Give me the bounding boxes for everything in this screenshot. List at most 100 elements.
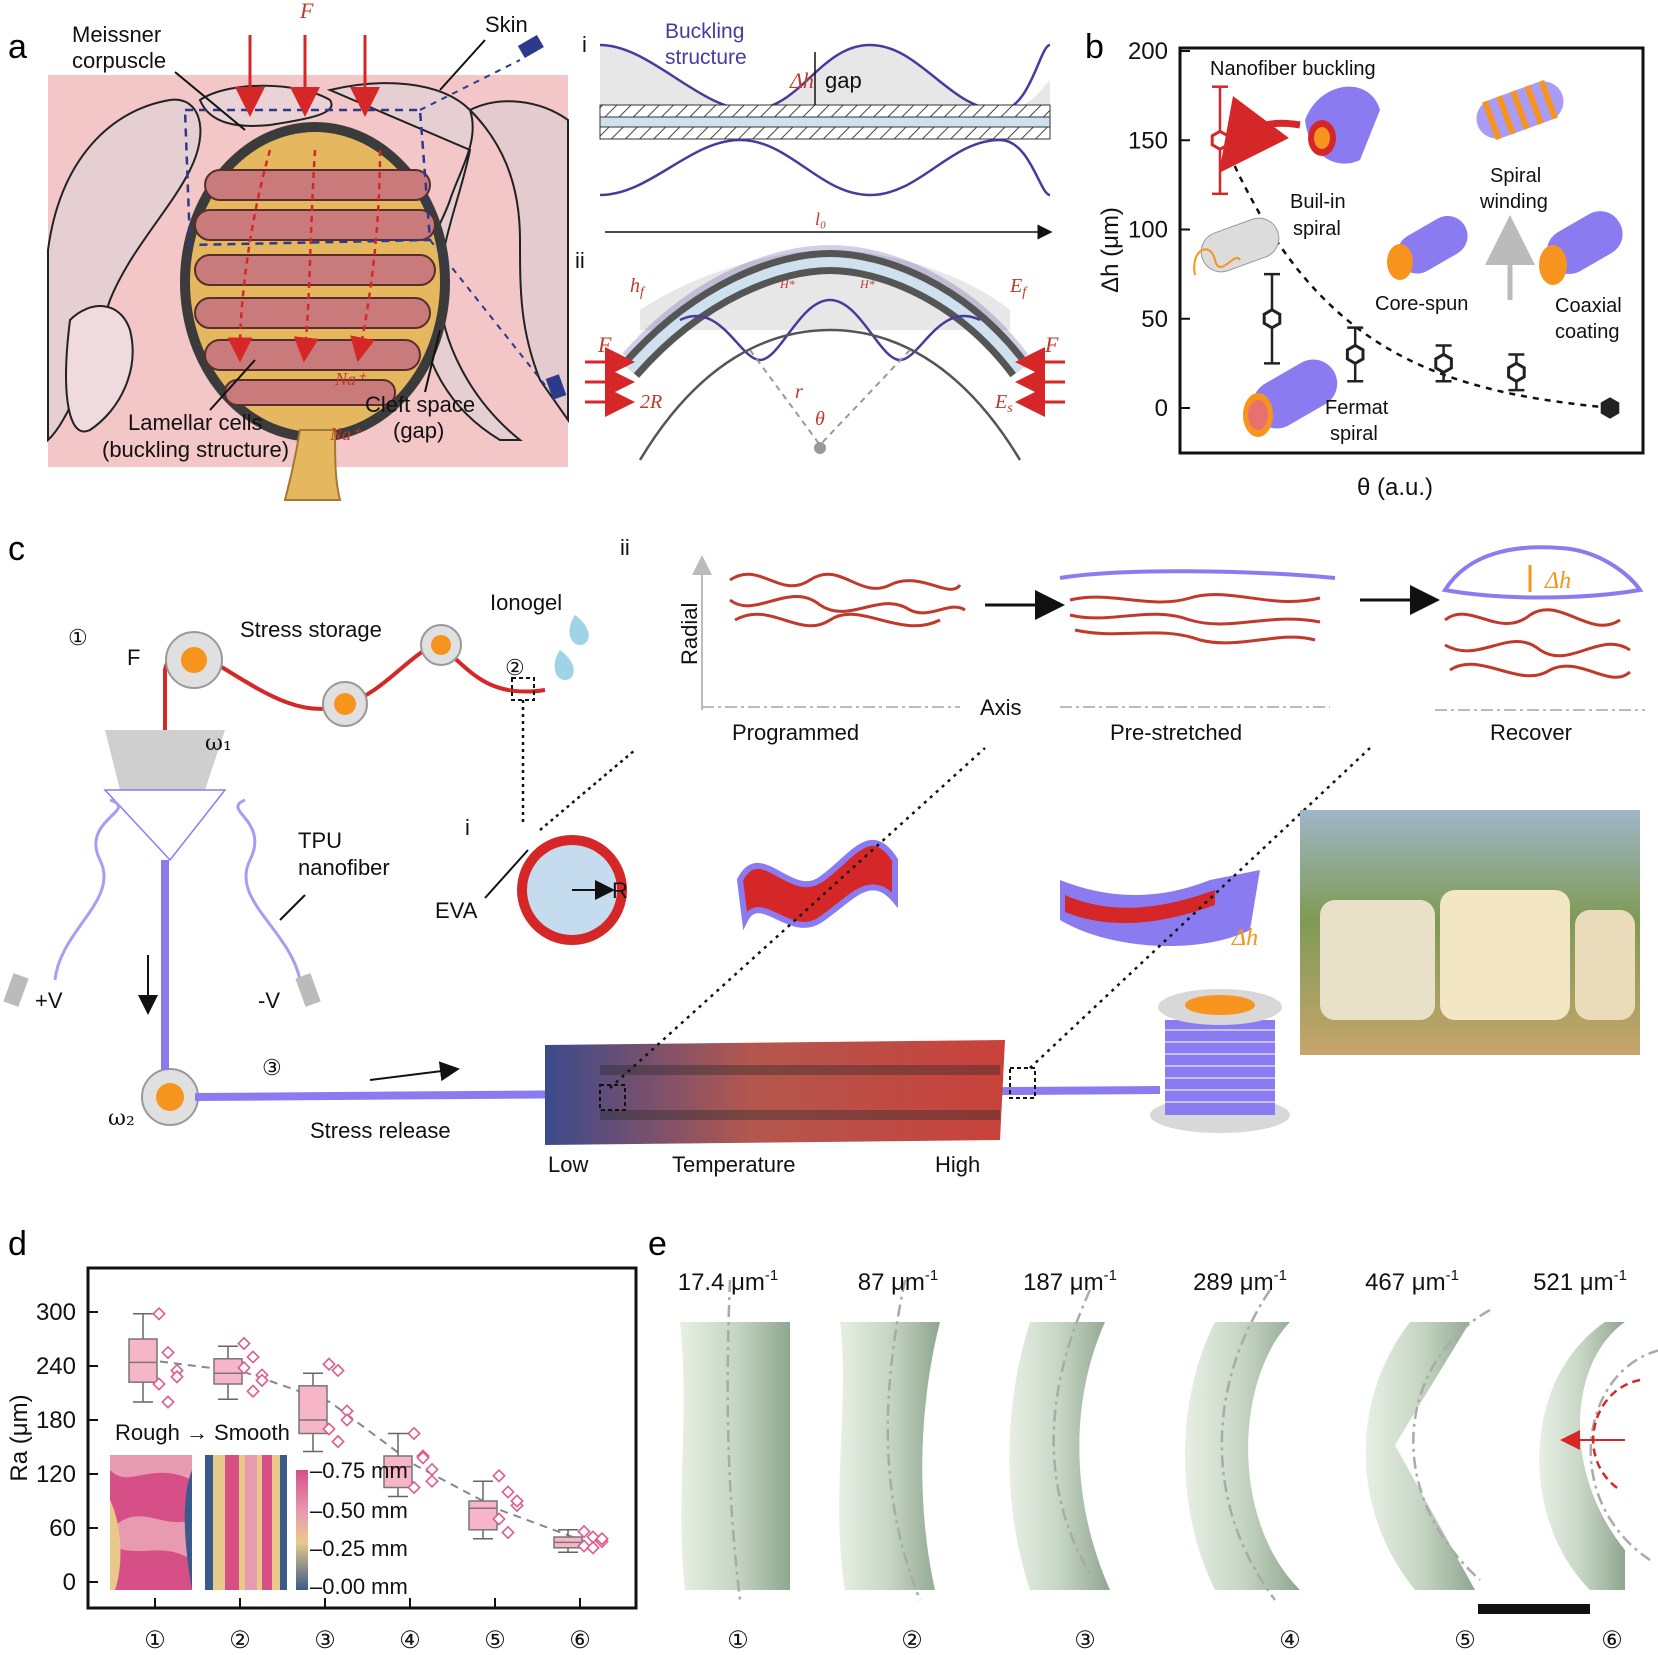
chart-d-points — [152, 1307, 609, 1555]
meissner-label-2: corpuscle — [72, 48, 166, 73]
ionogel-label: Ionogel — [490, 590, 562, 615]
fiber-low-temp — [736, 839, 898, 931]
dh-fiber-label: Δh — [1231, 925, 1258, 951]
builin-label-1: Buil-in — [1290, 191, 1346, 213]
sample-number: ② — [901, 1627, 923, 1654]
chart-d-point — [425, 1462, 439, 1477]
roughness-map-smooth — [205, 1455, 287, 1590]
chart-d-point — [322, 1422, 336, 1436]
coaxial-illustration — [1539, 211, 1623, 285]
sample-1 — [680, 1322, 790, 1590]
skin-cells — [47, 82, 569, 443]
chart-d-point — [237, 1336, 251, 1351]
chart-d-point — [492, 1512, 506, 1526]
chart-d-point — [586, 1541, 600, 1555]
chart-d-ytick-label: 300 — [36, 1299, 76, 1326]
curvature-label: 289 μm-1 — [1193, 1267, 1287, 1296]
chart-d-box — [468, 1500, 498, 1531]
panel-a-letter: a — [8, 28, 27, 66]
chart-d-point — [501, 1485, 515, 1499]
eva-label: EVA — [435, 898, 478, 923]
curvature-label: 17.4 μm-1 — [678, 1267, 779, 1296]
chart-d-point — [586, 1530, 600, 1544]
r-c-label: R — [612, 878, 628, 903]
na-label-2: Na⁺ — [329, 424, 362, 444]
chart-d-point — [425, 1474, 439, 1488]
2r-label: 2R — [640, 391, 662, 413]
curvature-label: 87 μm-1 — [858, 1267, 939, 1296]
lamellar-label-1: Lamellar cells — [128, 410, 263, 435]
chart-b-point — [1600, 397, 1620, 419]
chart-d-ylabel: Ra (μm) — [6, 1394, 33, 1481]
panel-c: c ① ② ③ Ionogel Stress storage F ω₁ ω₂ — [3, 530, 1645, 1177]
gap-label: gap — [825, 68, 862, 93]
sub-ii-c-label: ii — [620, 535, 630, 560]
chart-d-xtick-label: ④ — [399, 1627, 421, 1654]
programmed-label: Programmed — [732, 720, 859, 745]
buckling-top-curve — [599, 43, 1051, 112]
finger-icon — [517, 34, 567, 400]
panel-c-letter: c — [8, 530, 25, 568]
chart-d-point — [161, 1395, 175, 1409]
panel-d-letter: d — [8, 1225, 27, 1263]
chart-b-frame — [1178, 46, 1645, 455]
layer-bottom — [599, 126, 1051, 140]
lamellar-label-2: (buckling structure) — [102, 437, 289, 462]
tissue-samples — [680, 1322, 1625, 1590]
chart-b-ytick-label: 200 — [1128, 38, 1168, 65]
chart-d-point — [577, 1539, 591, 1553]
chart-d-box — [128, 1338, 158, 1383]
curved-core — [626, 256, 1024, 374]
highlight-arrow — [1218, 95, 1301, 173]
es-label: Es — [994, 391, 1013, 416]
panel-a: a — [8, 0, 569, 501]
sub-i-c-label: i — [465, 815, 470, 840]
rough-smooth-label: Rough → Smooth — [115, 1420, 290, 1445]
na-label-1: Na⁺ — [334, 369, 367, 389]
chart-d-point — [577, 1524, 591, 1539]
polymer-network-programmed — [729, 572, 966, 628]
chart-d-point — [161, 1345, 175, 1360]
chart-d-point — [492, 1469, 506, 1483]
hstar-label-1: H* — [779, 277, 795, 291]
ionogel-drops — [554, 615, 589, 680]
chart-d-point — [407, 1426, 421, 1441]
prestretched-label: Pre-stretched — [1110, 720, 1242, 745]
tpu-label-1: TPU — [298, 828, 342, 853]
force-label: F — [299, 0, 314, 23]
theta-label: θ — [815, 408, 825, 430]
spiral-winding-label-1: Spiral — [1490, 165, 1541, 187]
fermat-label-1: Fermat — [1325, 397, 1389, 419]
curvature-label: 521 μm-1 — [1533, 1267, 1627, 1296]
legend-scale-3: –0.00 mm — [310, 1574, 408, 1599]
chart-d-point — [246, 1350, 260, 1364]
low-label: Low — [548, 1152, 588, 1177]
step2-label: ② — [505, 656, 525, 681]
chart-d-point — [152, 1307, 166, 1321]
scale-bar — [1478, 1604, 1590, 1614]
chart-d-ytick-label: 240 — [36, 1353, 76, 1380]
sample-number: ④ — [1279, 1627, 1301, 1654]
cleft-label-2: (gap) — [393, 418, 444, 443]
panel-b-letter: b — [1085, 28, 1104, 66]
lamellar-cells — [194, 169, 436, 406]
chart-b-ytick-label: 150 — [1128, 127, 1168, 154]
chart-b-point — [1262, 308, 1282, 330]
buckling-label-1: Buckling — [665, 20, 744, 43]
chart-b-trend — [1218, 132, 1611, 410]
curvature-guides — [726, 1279, 1658, 1601]
sample-3 — [1009, 1322, 1110, 1590]
roughness-legend-bar — [296, 1470, 308, 1590]
hstar-label-2: H* — [859, 277, 875, 291]
buckling-label-2: structure — [665, 46, 747, 69]
chart-d-point — [152, 1377, 166, 1391]
chart-d-point — [416, 1451, 430, 1465]
chart-b-point — [1434, 352, 1453, 375]
temperature-label: Temperature — [672, 1152, 796, 1177]
chart-d-point — [246, 1384, 260, 1398]
chart-d-point — [510, 1494, 524, 1508]
chart-d-point — [340, 1404, 354, 1418]
